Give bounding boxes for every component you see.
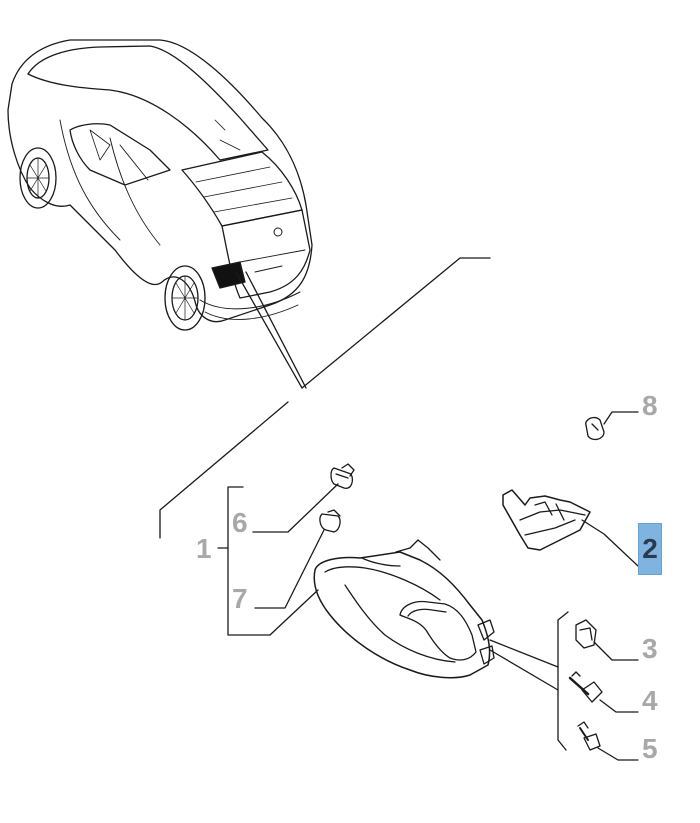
callout-3[interactable]: 3 xyxy=(642,633,658,664)
callout-4[interactable]: 4 xyxy=(642,685,658,716)
bulb-6-drawing xyxy=(252,463,355,533)
screw-4-drawing xyxy=(568,671,639,713)
car-leader-lines xyxy=(159,257,491,539)
callout-2-highlight[interactable]: 2 xyxy=(638,523,662,575)
inner-lamp-2-drawing xyxy=(502,489,639,567)
callout-2[interactable]: 2 xyxy=(642,533,658,564)
screw-5-drawing xyxy=(577,721,639,761)
bulb-7-drawing xyxy=(254,509,341,609)
callout-5[interactable]: 5 xyxy=(642,733,658,764)
callout-8[interactable]: 8 xyxy=(642,390,658,421)
callout-7[interactable]: 7 xyxy=(232,583,248,614)
grommet-3-drawing xyxy=(575,619,639,661)
tail-lamp-drawing xyxy=(313,539,495,679)
clip-8-drawing xyxy=(585,411,639,441)
car-illustration xyxy=(7,39,313,331)
callout-1[interactable]: 1 xyxy=(196,533,212,564)
fastener-bracket xyxy=(489,611,569,751)
callout-6[interactable]: 6 xyxy=(232,507,248,538)
group-bracket xyxy=(217,486,319,636)
